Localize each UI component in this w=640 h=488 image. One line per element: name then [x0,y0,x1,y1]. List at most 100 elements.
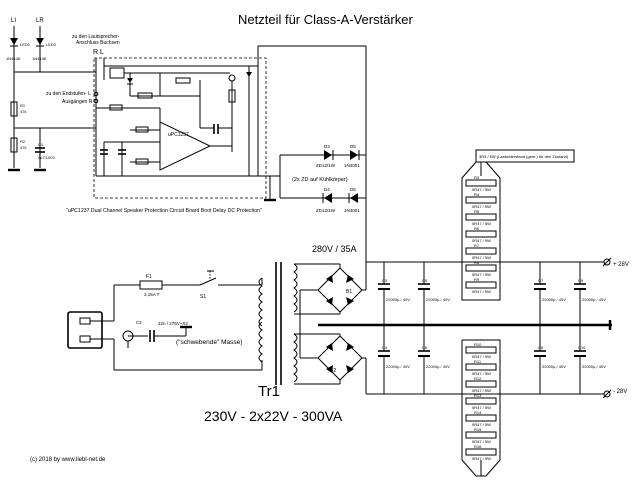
b2-label: B2 [330,368,336,374]
resistor-r8-label: R8 [474,260,480,265]
resistor-r10-label: R10 [474,342,482,347]
resistor-r11-value: 0R47 / 5W [472,371,491,376]
cap-c9 [574,262,586,325]
d6-diode-icon [350,193,358,203]
rating-label: 280V / 35A [312,244,357,254]
led2-ref: LED2 [46,42,57,47]
mains-input: F1 3,15A T S1 C2 22n / 275V~X2 ("schwebe… [67,270,263,371]
led1-icon [10,38,18,45]
cap-c6-value: 22000µ / 40V [426,364,450,369]
bridge-b2 [317,335,363,381]
transformer-tr1: Tr1 230V - 2x22V - 300VA [204,262,343,424]
resistor-r5-label: R5 [474,209,480,214]
resistor-r12-label: R12 [474,376,482,381]
negative-label: - 28V [613,389,627,395]
fuse-label: F1 [146,274,152,280]
d5-diode-icon [350,150,358,160]
zd-note: (2x ZD auf Kühlkörper) [292,177,348,183]
relay-coil [109,67,125,79]
cap-c10-value: 22000µ / 40V [582,364,606,369]
led1-label: LI [11,18,16,24]
ic-upc1237 [159,121,212,171]
r1-value: 47k [20,109,26,114]
resistor-r7-value: 0R47 / 5W [472,255,491,260]
ic-label: uPC1237 [168,132,189,138]
copyright: (c) 2018 by www.liebl-net.de [30,457,106,463]
resistor-r6-value: 0R47 / 5W [472,238,491,243]
resistor-r13-value: 0R47 / 5W [472,405,491,410]
positive-terminal[interactable] [603,258,611,266]
d4-label: D4 [324,187,330,192]
resistor-r9 [465,281,497,289]
zdiode-section: D3 D5 ZD12/1W 1N4001 (2x ZD auf Kühlkörp… [279,46,367,262]
page-title: Netzteil für Class-A-Verstärker [238,12,413,27]
cap-c10 [574,325,586,394]
cap-c8 [534,325,546,394]
cap-c6 [418,325,430,394]
r1-resistor [10,101,18,117]
resistor-r4-label: R4 [474,192,480,197]
d3-value: ZD12/1W [316,163,336,168]
resistor-r3-value: 0R47 / 5W [472,187,491,192]
resistor-r8 [465,264,497,272]
cap-c7-value: 22000µ / 40V [542,297,566,302]
fuse-f1 [139,280,163,290]
cap-c4-value: 22000µ / 40V [386,364,410,369]
output-note-1: zu den Endstufen- L [46,91,91,97]
cx-value: 22n / 275V~X2 [158,321,188,326]
resistor-r15-label: R15 [474,427,482,432]
resistor-r15-value: 0R47 / 5W [472,439,491,444]
resistor-r16 [465,448,497,456]
floating-ground-note: ("schwebende" Masse) [176,339,242,346]
fuse-value: 3,15A T [144,292,160,297]
cap-c6-label: C6 [422,345,428,350]
speaker-note-1: zu den Lautsprecher- [72,34,120,40]
cap-c5 [418,262,430,325]
r2-value: 47k [20,145,26,150]
d5-label: D5 [350,144,356,149]
resistor-r16-value: 0R47 / 5W [472,456,491,461]
resistor-r10-value: 0R47 / 5W [472,354,491,359]
d6-label: D6 [350,187,356,192]
r2-label: R2 [20,139,26,144]
bleed-note: 3R3 / 5W (Lastwiderstand (gem.) für den … [479,154,569,159]
cap-c7-label: C7 [538,278,544,283]
transformer-label: Tr1 [258,383,280,400]
d5-value: 1N4001 [344,163,360,168]
resistor-r9-label: R9 [474,277,480,282]
bleed-note-box [475,149,575,163]
resistor-r12 [465,380,497,388]
resistor-r3-label: R3 [474,175,480,180]
switch-s1 [199,277,217,286]
positive-label: + 28V [613,262,629,268]
output-note-2: Ausgängen R [62,99,93,105]
board-outline [93,57,267,199]
resistor-r3 [465,179,497,187]
resistor-r14 [465,414,497,422]
bridge-b1 [317,267,363,313]
resistor-r13-label: R13 [474,393,482,398]
d6-value: 1N4001 [344,208,360,213]
cap-c5-value: 22000µ / 40V [426,297,450,302]
d4-diode-icon [324,193,332,203]
resistor-r4 [465,196,497,204]
resistor-r16-label: R16 [474,444,482,449]
d3-diode-icon [324,150,332,160]
resistor-r14-value: 0R47 / 5W [472,422,491,427]
relay-diode-icon [127,78,133,83]
b1-label: B1 [346,289,352,295]
resistor-r7 [465,247,497,255]
supply-rails: + 28V - 28V [318,257,629,399]
d3-label: D3 [324,144,330,149]
resistor-r11 [465,363,497,371]
c1-label: C1 [38,142,44,147]
transformer-spec: 230V - 2x22V - 300VA [204,408,343,424]
resistor-r6-label: R6 [474,226,480,231]
cap-c4-label: C4 [382,345,388,350]
resistor-r4-value: 0R47 / 5W [472,204,491,209]
resistor-r8-value: 0R47 / 5W [472,272,491,277]
negative-terminal[interactable] [603,390,611,398]
